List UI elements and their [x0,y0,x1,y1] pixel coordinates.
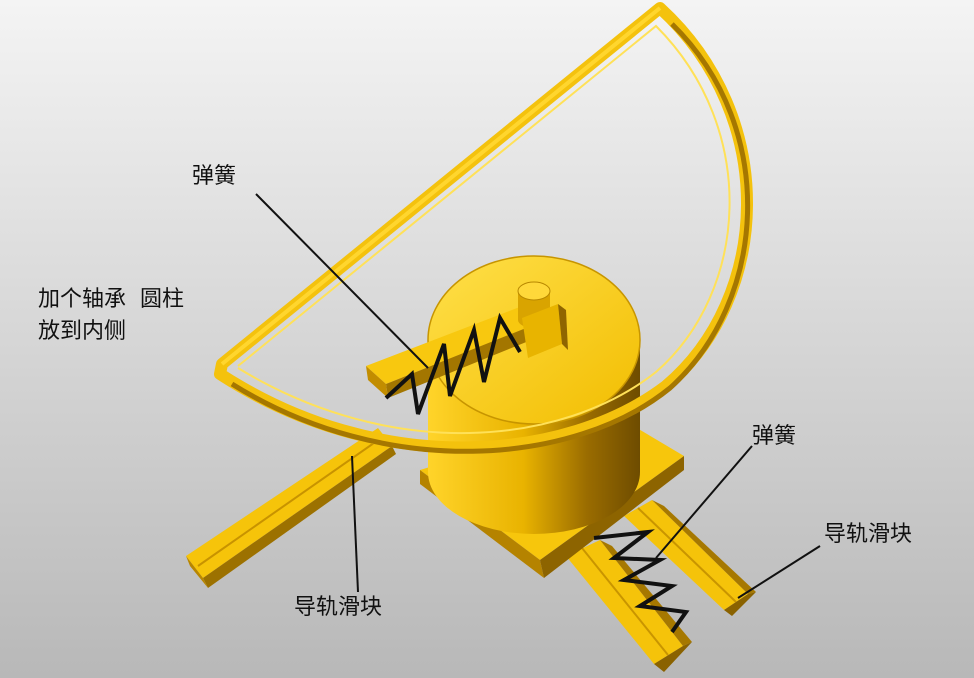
label-bearing-note: 加个轴承 圆柱 放到内侧 [38,284,184,348]
right-guide-rails [566,500,756,672]
leader-spring-upper [255,193,429,369]
label-bearing-note-line1: 加个轴承 圆柱 [38,287,184,312]
leader-rail-lower [351,455,359,593]
label-spring-lower: 弹簧 [752,424,797,449]
leader-rail-right [737,545,821,599]
label-bearing-note-line2: 放到内侧 [38,319,127,344]
upper-spring [384,312,522,415]
leader-spring-lower [655,445,753,559]
top-slide-bar [366,300,556,398]
lower-spring [593,529,690,634]
label-rail-slider-right: 导轨滑块 [824,522,913,547]
leader-lines [255,193,821,599]
small-shaft [517,281,568,358]
label-rail-slider-lower: 导轨滑块 [294,595,383,620]
semicircular-frame [214,2,753,454]
label-spring-upper: 弹簧 [192,164,237,189]
